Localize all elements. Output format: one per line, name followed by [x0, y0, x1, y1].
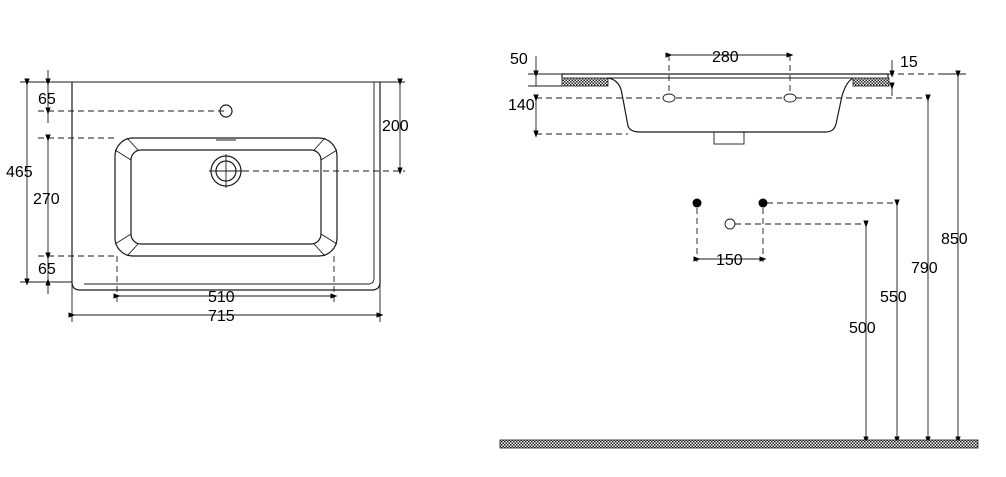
basin-profile [561, 73, 889, 133]
dim-140: 140 [508, 97, 535, 114]
dim-50-extension [528, 73, 562, 87]
dim-790: 790 [911, 260, 938, 277]
drain-pipe [713, 131, 745, 145]
dim-510: 510 [208, 289, 235, 306]
bowl-width-extension [116, 256, 335, 302]
left-counter-section [561, 77, 609, 87]
bowl-corner-tr [313, 137, 338, 161]
floor [499, 439, 979, 449]
bowl-corner-bl [114, 233, 139, 257]
tap-extension [668, 55, 791, 94]
bowl-corner-br [313, 233, 338, 257]
dim-550: 550 [880, 289, 907, 306]
dim-15: 15 [900, 54, 918, 71]
dim-280: 280 [712, 49, 739, 66]
dim-150: 150 [716, 252, 743, 269]
bowl-inner [130, 149, 322, 245]
bowl-corner-tl [114, 137, 139, 161]
bowl-outer [114, 137, 338, 257]
dim-50: 50 [510, 51, 528, 68]
left-hole [662, 93, 676, 103]
dim-850: 850 [941, 231, 968, 248]
basin-inner-rim [84, 82, 375, 285]
dim-65-top: 65 [38, 91, 56, 108]
top-view: 65 465 270 65 200 510 715 [6, 70, 409, 325]
side-view: 50 140 280 15 150 850 790 550 500 [499, 49, 979, 449]
right-counter-section [852, 77, 890, 87]
right-hole [783, 93, 797, 103]
dim-500: 500 [849, 320, 876, 337]
dim-65-bottom: 65 [38, 261, 56, 278]
dim-715: 715 [208, 308, 235, 325]
right-valve-dot [758, 198, 768, 208]
dim-270: 270 [33, 191, 60, 208]
dim-200: 200 [382, 118, 409, 135]
drain-cross [209, 154, 243, 188]
dim-465: 465 [6, 164, 33, 181]
left-valve-dot [692, 198, 702, 208]
depth-extension [20, 81, 72, 283]
waste-outlet [724, 218, 736, 230]
valve-extension [696, 208, 764, 262]
